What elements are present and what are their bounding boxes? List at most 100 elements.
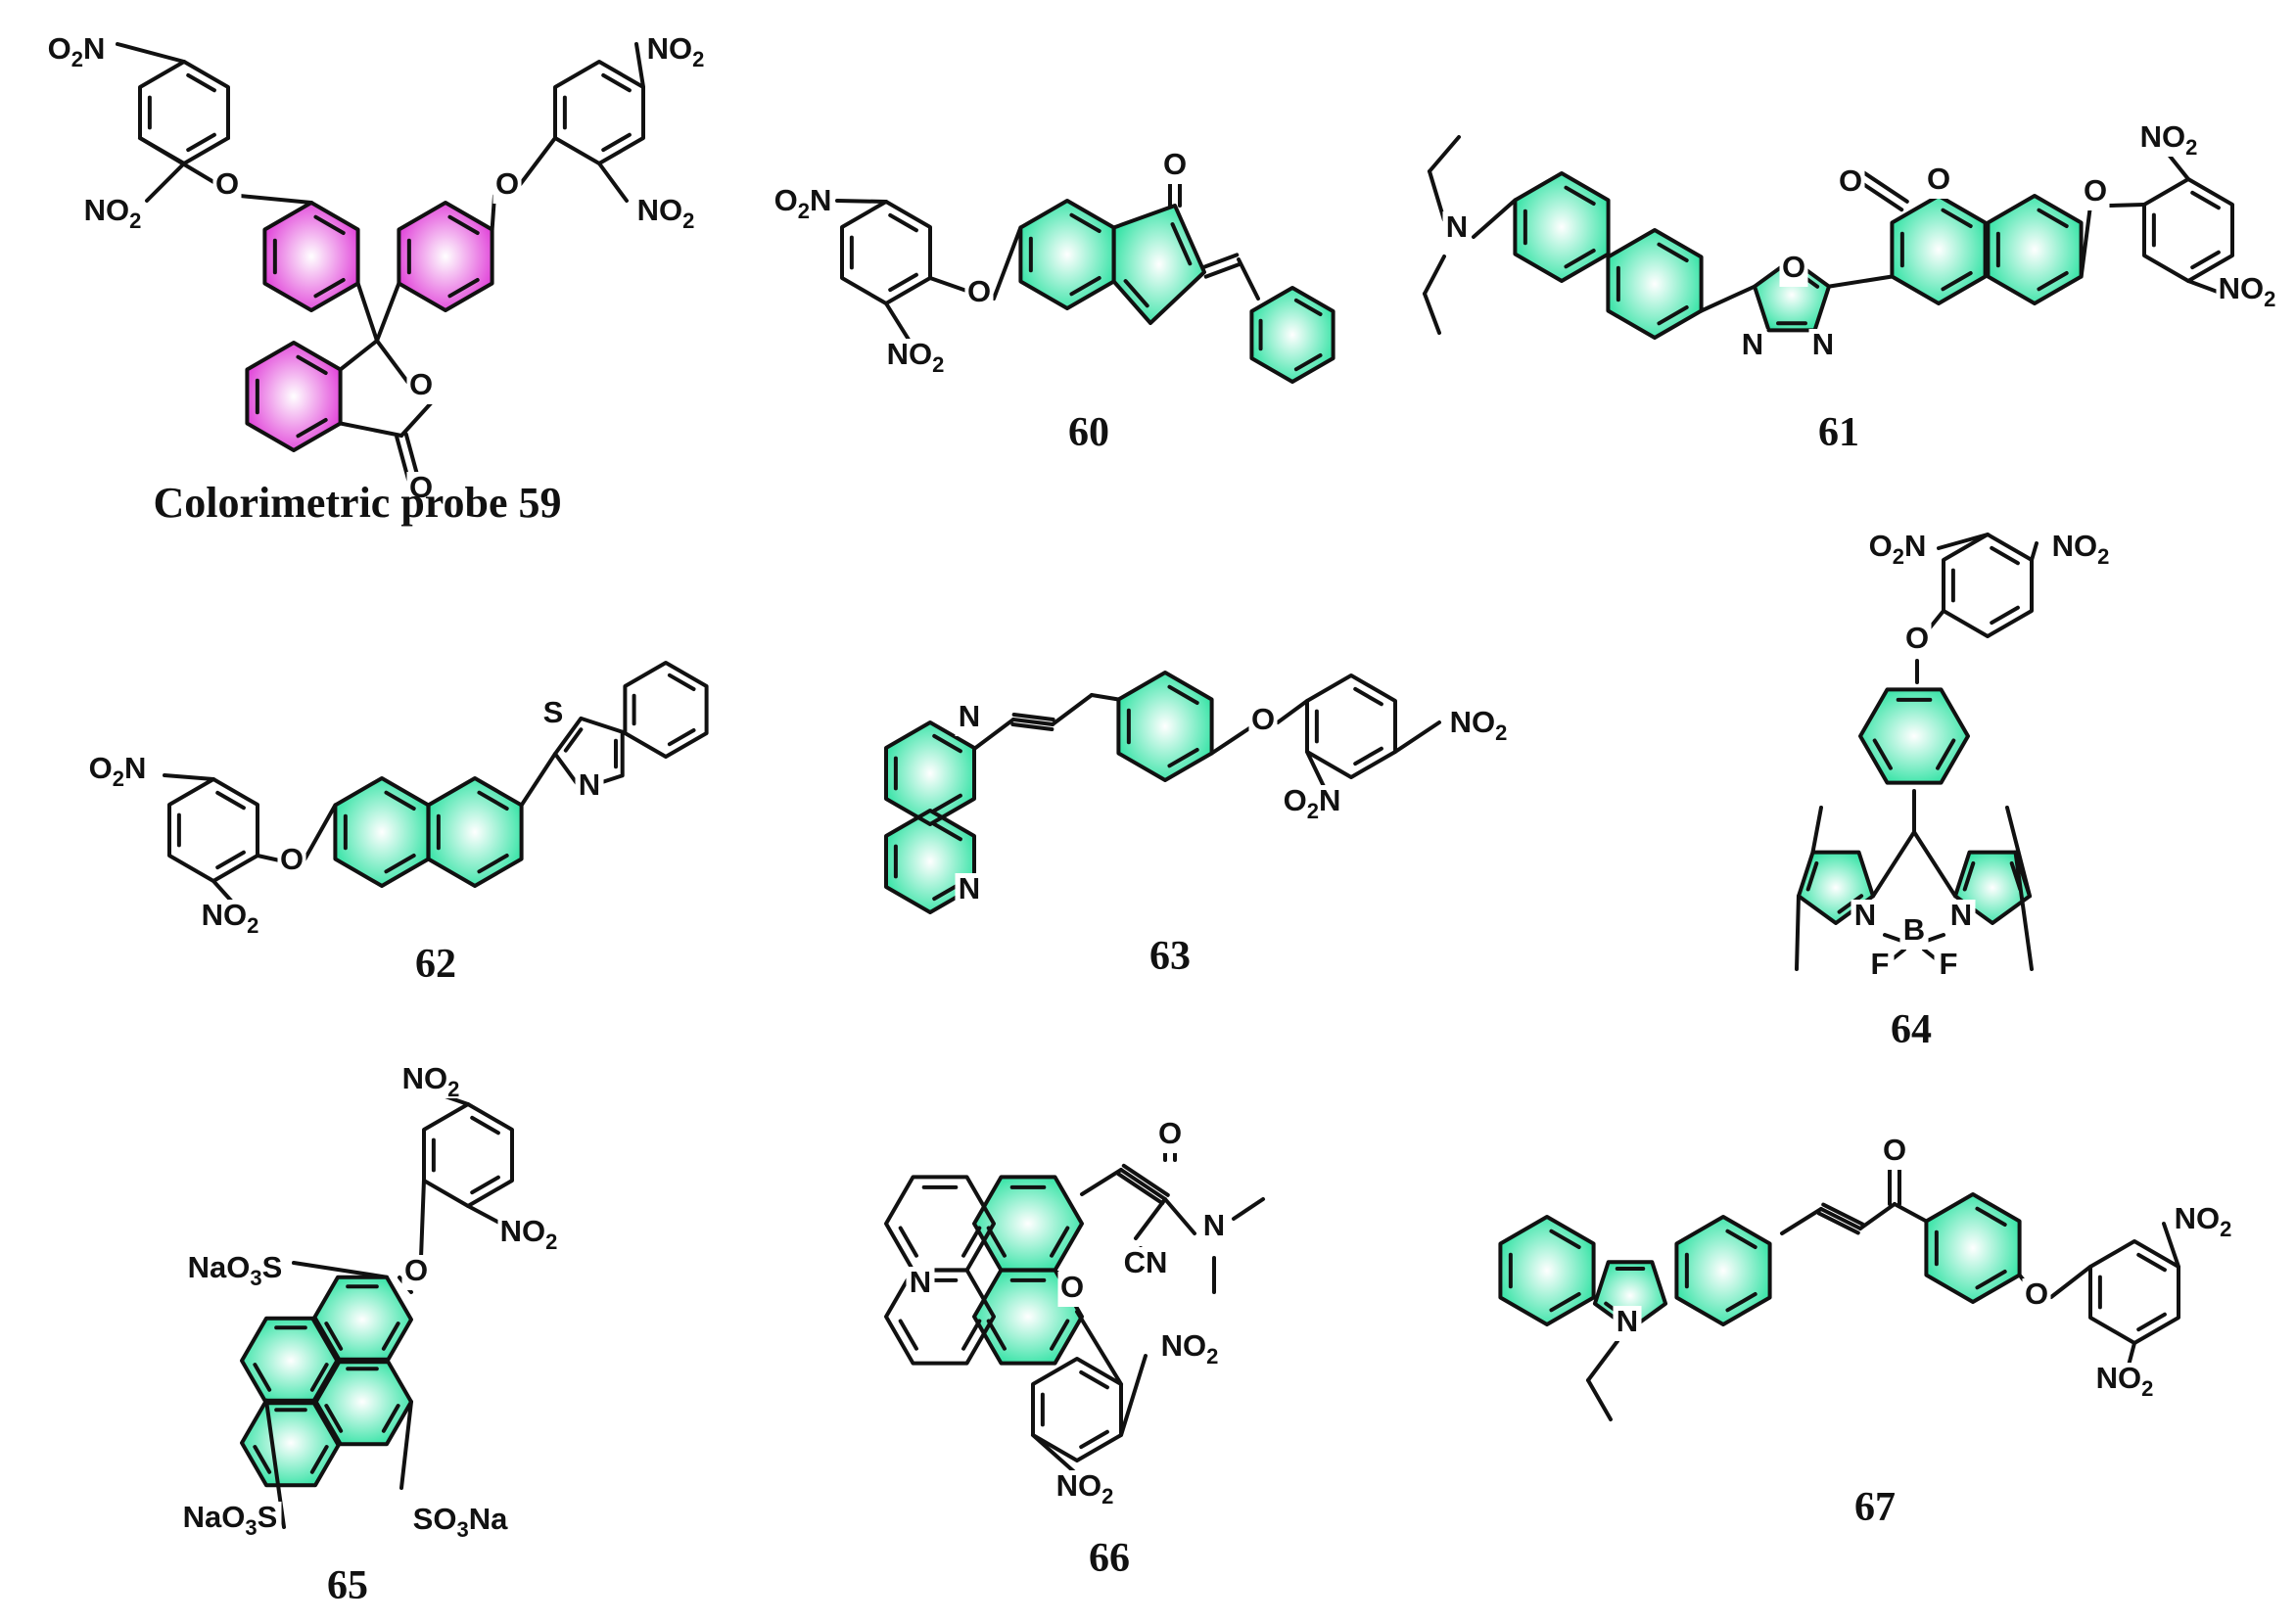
single-bond [399, 401, 433, 438]
single-bond [519, 752, 557, 808]
atom-text: O [280, 842, 304, 876]
atom-label-o: O [1248, 702, 1278, 739]
ring-bond [840, 200, 932, 305]
atom-text: O [1927, 162, 1950, 196]
single-bond [1119, 1354, 1148, 1437]
double-bond [932, 821, 962, 842]
atom-text: O [1883, 1133, 1906, 1167]
double-bond [1872, 738, 1893, 770]
subscript: 2 [1495, 720, 1507, 745]
atom-label-backing [492, 168, 522, 204]
double-bond [563, 727, 584, 753]
atom-label-backing [1054, 1470, 1116, 1506]
atom-label-n: N [955, 871, 984, 908]
label-66: 66 [1089, 1536, 1130, 1581]
atom-label-b: B [1899, 912, 1929, 950]
atom-label-backing [178, 1502, 282, 1537]
atom-label-o: O [1902, 621, 1932, 658]
symbol: NO [202, 898, 248, 932]
atom-label-backing [406, 369, 436, 404]
double-bond [1564, 185, 1596, 206]
atom-text: SO3​Na [413, 1502, 508, 1542]
ring-highlight [264, 203, 358, 310]
atom-label-backing [955, 701, 984, 736]
double-bond [1990, 605, 2020, 626]
atom-label-backing [406, 472, 436, 507]
ring-bond [2088, 1239, 2180, 1345]
atom-text: N [1950, 898, 1972, 932]
atom-label-no2: NO2​ [2137, 119, 2200, 160]
double-bond [381, 1404, 400, 1433]
single-bond [1200, 253, 1240, 270]
double-bond [2037, 208, 2069, 228]
atom-text: O [2025, 1276, 2048, 1311]
atom-label-n: N [1442, 209, 1472, 247]
ring-bond [1986, 194, 2084, 305]
highlighted-ring-layer [242, 173, 2082, 1486]
symbol: N [1742, 327, 1763, 361]
symbol: O [409, 470, 433, 504]
symbol: N [959, 699, 980, 733]
ring-highlight [398, 203, 492, 310]
atom-label-backing [2216, 273, 2278, 308]
atom-label-no2: NO2​ [1447, 705, 1510, 745]
label-59: Colorimetric probe 59 [153, 479, 561, 527]
single-bond [2162, 1222, 2181, 1269]
single-bond [419, 1179, 426, 1260]
atom-label-no2: NO2​ [884, 337, 947, 377]
double-bond [309, 1445, 329, 1474]
ring-bond [972, 1268, 1084, 1366]
atom-label-backing [1880, 1135, 1909, 1170]
single-bond [1393, 720, 1441, 754]
ring-bond [1592, 1260, 1668, 1331]
subscript: 2 [1101, 1484, 1113, 1508]
double-bond [932, 733, 962, 754]
symbol: NO [2219, 271, 2265, 305]
symbol: N [579, 767, 600, 802]
atom-label-backing [884, 339, 947, 374]
double-bond [601, 132, 632, 153]
atom-label-backing [1946, 900, 1976, 935]
ring-bond [1858, 687, 1970, 785]
atom-text: O [1060, 1270, 1084, 1304]
symbol: NO [637, 193, 683, 227]
symbol: O [2084, 173, 2107, 208]
atom-label-backing [2049, 531, 2112, 566]
symbol: NO [2096, 1361, 2142, 1395]
symbol: F [1940, 947, 1958, 981]
single-bond [1472, 198, 1518, 239]
double-bond [381, 1322, 400, 1351]
atom-text: NaO3​S [183, 1500, 278, 1540]
symbol: N [1203, 1208, 1225, 1242]
ring-bond [1498, 1215, 1596, 1326]
atom-label-backing [1779, 252, 1808, 287]
atom-text: O [215, 166, 239, 201]
single-bond [2005, 806, 2033, 899]
atom-label-o: O [401, 1253, 431, 1290]
symbol: O [404, 1253, 428, 1287]
symbol: O [495, 166, 519, 201]
ring-highlight [1020, 201, 1114, 308]
double-bond [470, 1175, 500, 1195]
atom-text: NO2​ [2052, 529, 2110, 569]
atom-text: NO2​ [1161, 1328, 1219, 1369]
atom-label-backing [1248, 704, 1278, 739]
double-bond [1079, 1429, 1109, 1450]
single-bond [972, 718, 1015, 751]
ring-highlight [1500, 1217, 1594, 1324]
atom-label-o2n: O2​N [1281, 783, 1343, 823]
single-bond [1121, 1163, 1170, 1197]
symbol: N [910, 1265, 931, 1299]
atom-label-no2: NO2​ [644, 31, 707, 71]
symbol: NO [887, 337, 933, 371]
double-bond [1050, 1226, 1070, 1258]
atom-text: O [1158, 1116, 1182, 1150]
atom-text: NO2​ [1450, 705, 1508, 745]
symbol: O [1060, 1270, 1084, 1304]
single-bond [2030, 541, 2038, 562]
double-bond [961, 1226, 982, 1258]
single-bond [2013, 850, 2034, 971]
subscript: 3 [250, 1266, 261, 1290]
atom-label-layer: O2​NNO2​ONO2​NO2​OOOO2​NNO2​OONONNOOONO2… [45, 31, 2278, 1542]
atom-label-backing [1934, 949, 1963, 984]
